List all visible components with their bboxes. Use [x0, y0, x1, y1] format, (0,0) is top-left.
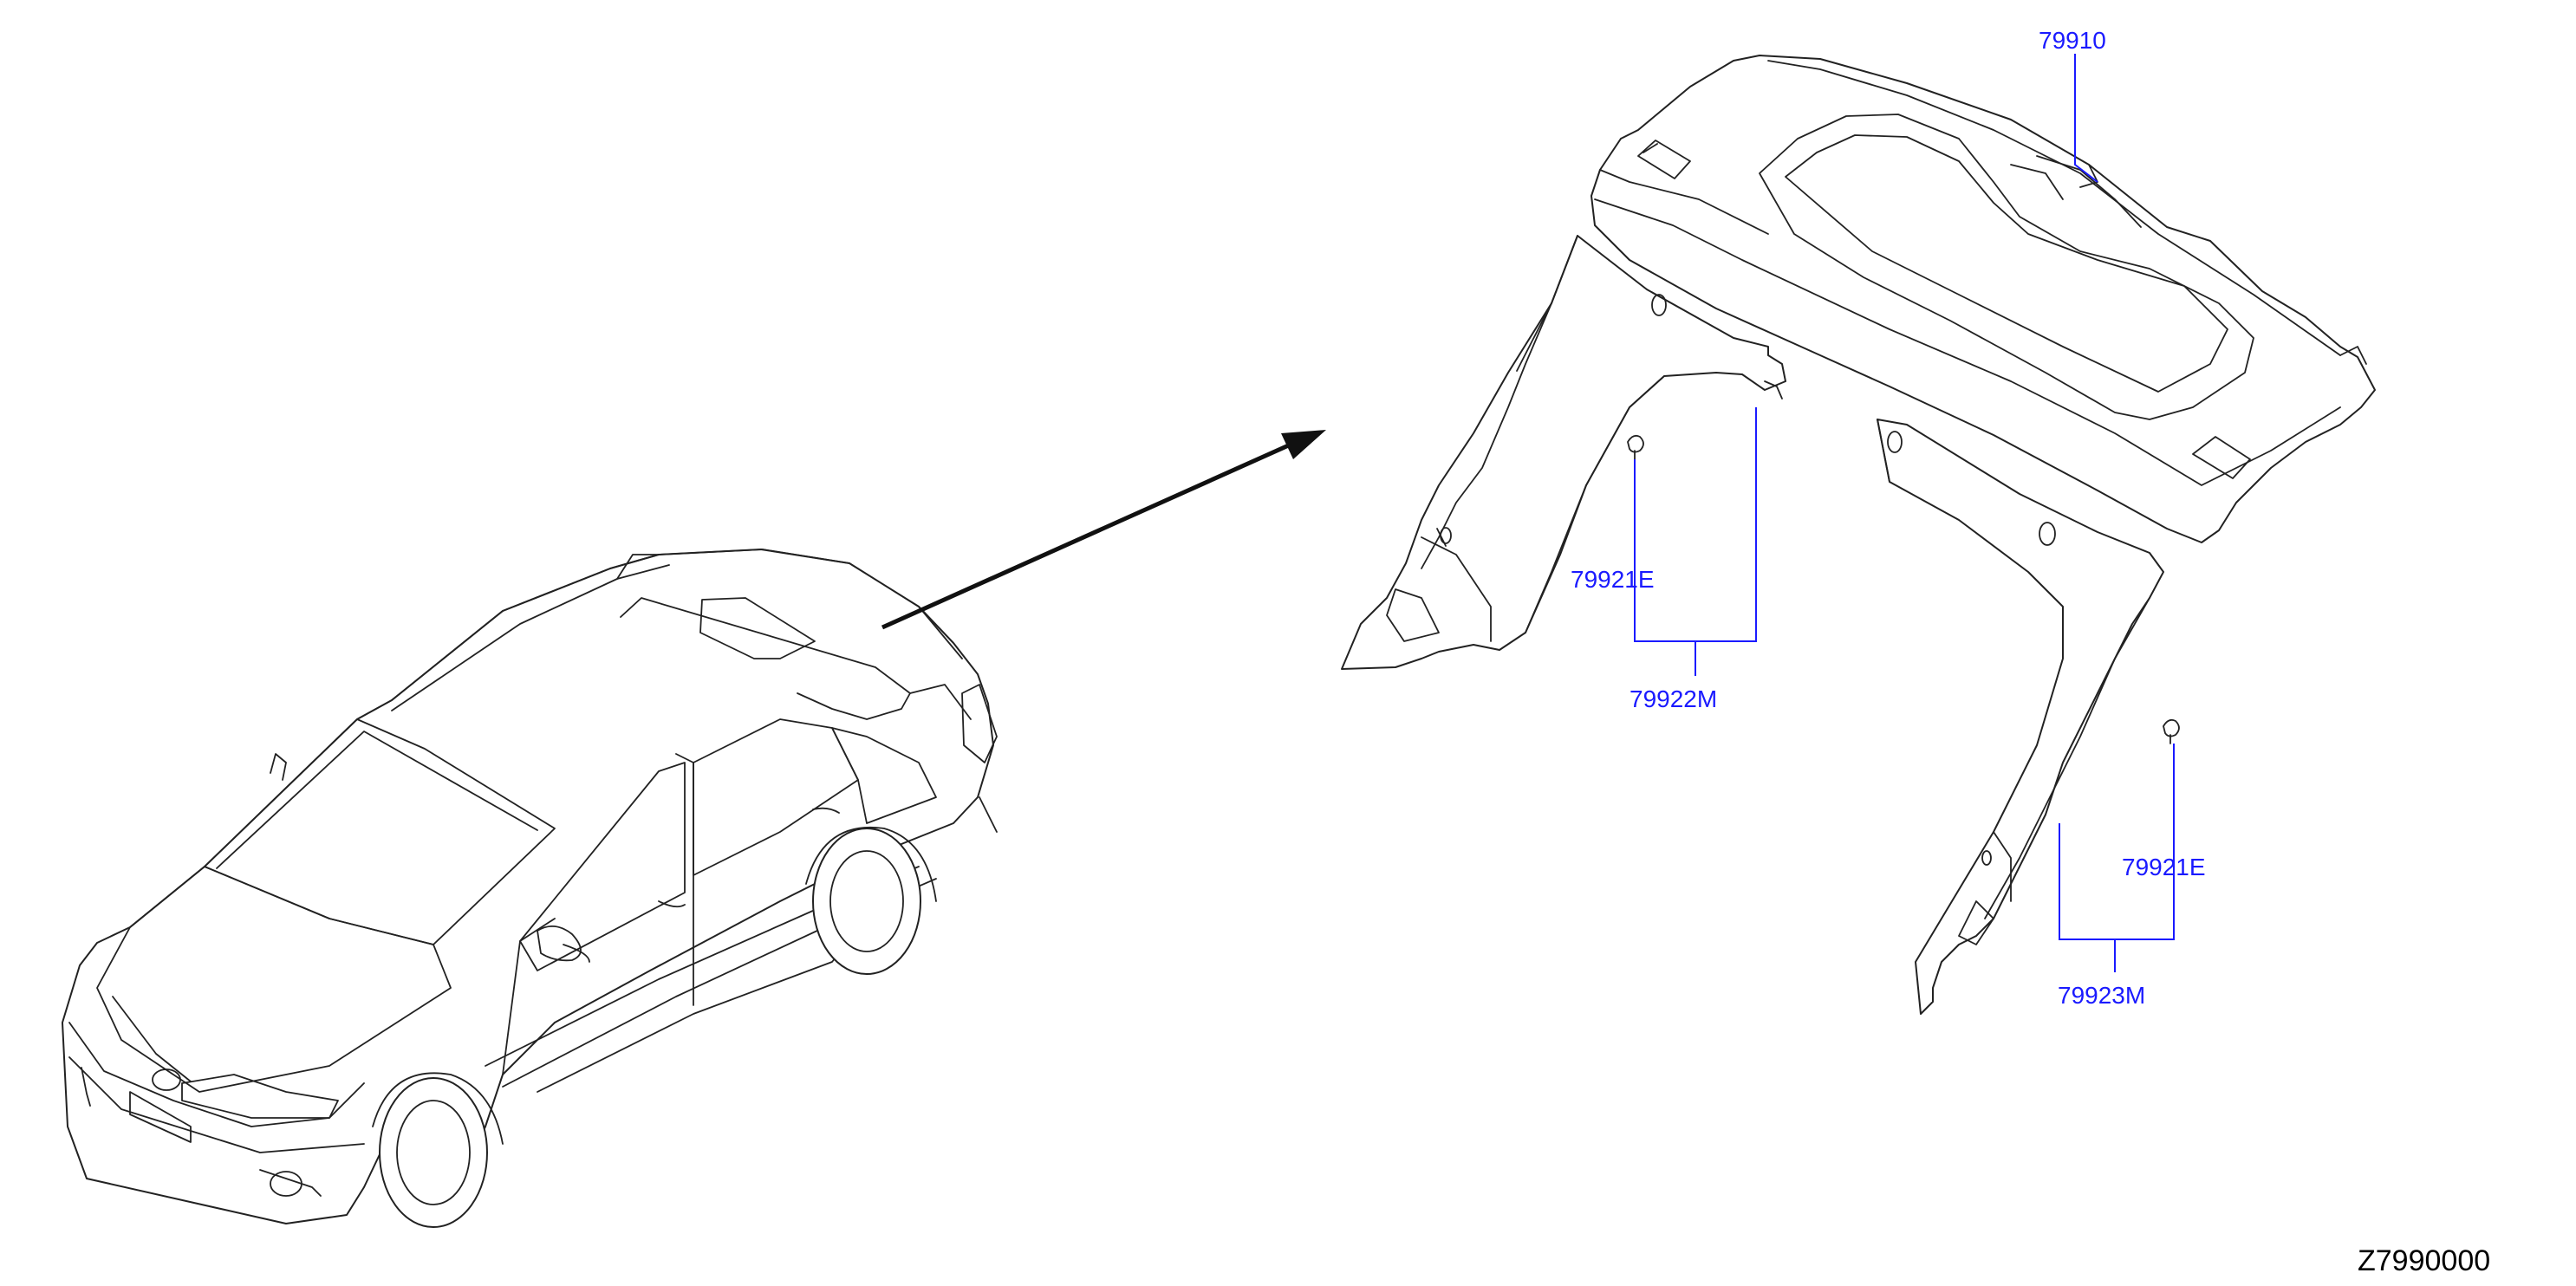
- pointer-arrow: [881, 430, 1326, 630]
- label-79922m: 79922M: [1630, 685, 1717, 712]
- leader-lines: [1634, 54, 2175, 972]
- right-side-finisher: [1877, 419, 2164, 1015]
- vehicle-illustration: [62, 549, 998, 1228]
- label-79910: 79910: [2039, 27, 2106, 54]
- clip-left: [1627, 434, 1644, 460]
- left-side-finisher: [1341, 235, 1786, 670]
- clip-right: [2163, 718, 2180, 744]
- label-79921e-right: 79921E: [2122, 854, 2206, 880]
- rear-parcel-shelf: [1590, 55, 2376, 543]
- label-79921e-left: 79921E: [1571, 566, 1655, 593]
- diagram-reference-code: Z7990000: [2358, 1244, 2490, 1277]
- label-79923m: 79923M: [2058, 982, 2145, 1009]
